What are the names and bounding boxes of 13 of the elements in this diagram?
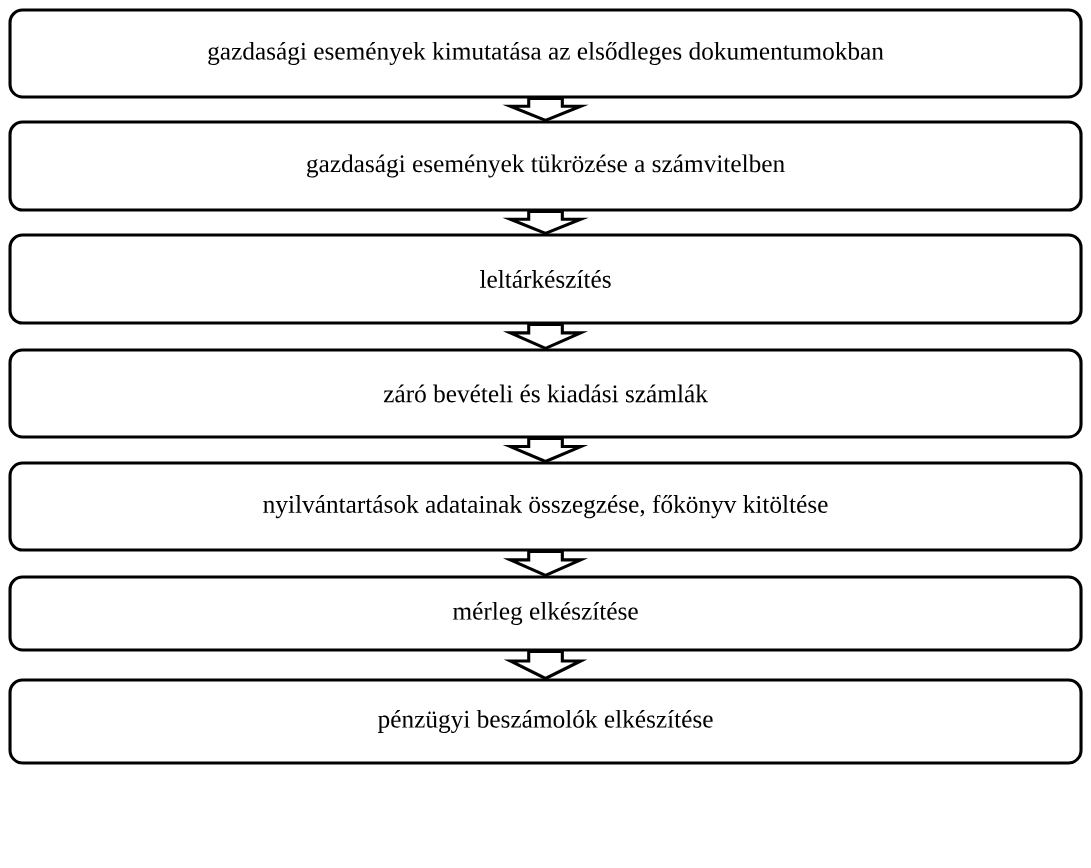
process-box: nyilvántartások adatainak összegzése, főkönyv kitöltése	[8, 461, 1083, 552]
block-arrow	[503, 323, 589, 351]
process-box: mérleg elkészítése	[8, 575, 1083, 652]
process-box: leltárkészítés	[8, 233, 1083, 325]
block-arrow	[502, 96, 589, 123]
block-arrow	[502, 210, 589, 236]
process-box: záró bevételi és kiadási számlák	[8, 348, 1083, 439]
block-arrow	[502, 436, 589, 464]
block-arrow	[503, 649, 588, 681]
process-box: gazdasági események tükrözése a számvitelben	[8, 120, 1083, 212]
block-arrow	[503, 550, 589, 578]
process-box: gazdasági események kimutatása az elsődleges dokumentumokban	[8, 8, 1083, 99]
process-box: pénzügyi beszámolók elkészítése	[8, 678, 1083, 765]
